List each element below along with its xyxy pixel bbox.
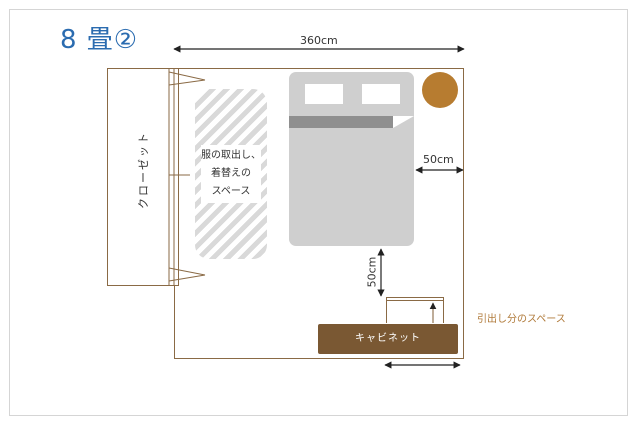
drawer-extension-top [386, 297, 444, 301]
pillow-right [362, 84, 400, 104]
diagram-frame [9, 9, 628, 416]
dressing-space-label: 服の取出し、 着替えの スペース [201, 145, 261, 203]
blanket-fold [393, 116, 414, 128]
pillow-left [305, 84, 343, 104]
bed-side-gap-label: 50cm [423, 153, 454, 166]
room-width-label: 360cm [300, 34, 338, 47]
dressing-space-line-2: 着替えの [211, 168, 251, 179]
dressing-space-line-3: スペース [211, 186, 251, 197]
bed-blanket [289, 116, 393, 128]
page-title: 8 畳② [60, 25, 139, 55]
cabinet: キャビネット [318, 324, 458, 354]
closet-door-swing-bottom-2 [168, 274, 206, 282]
closet-door-swing-top-2 [168, 79, 206, 86]
closet-door-swing-bottom-1 [168, 267, 206, 276]
plant-pot [422, 72, 458, 108]
closet-door-swing-top-1 [168, 71, 206, 81]
closet [107, 68, 179, 286]
drawer-space-label: 引出し分のスペース [477, 314, 566, 325]
dressing-space-line-1: 服の取出し、 [201, 150, 261, 161]
